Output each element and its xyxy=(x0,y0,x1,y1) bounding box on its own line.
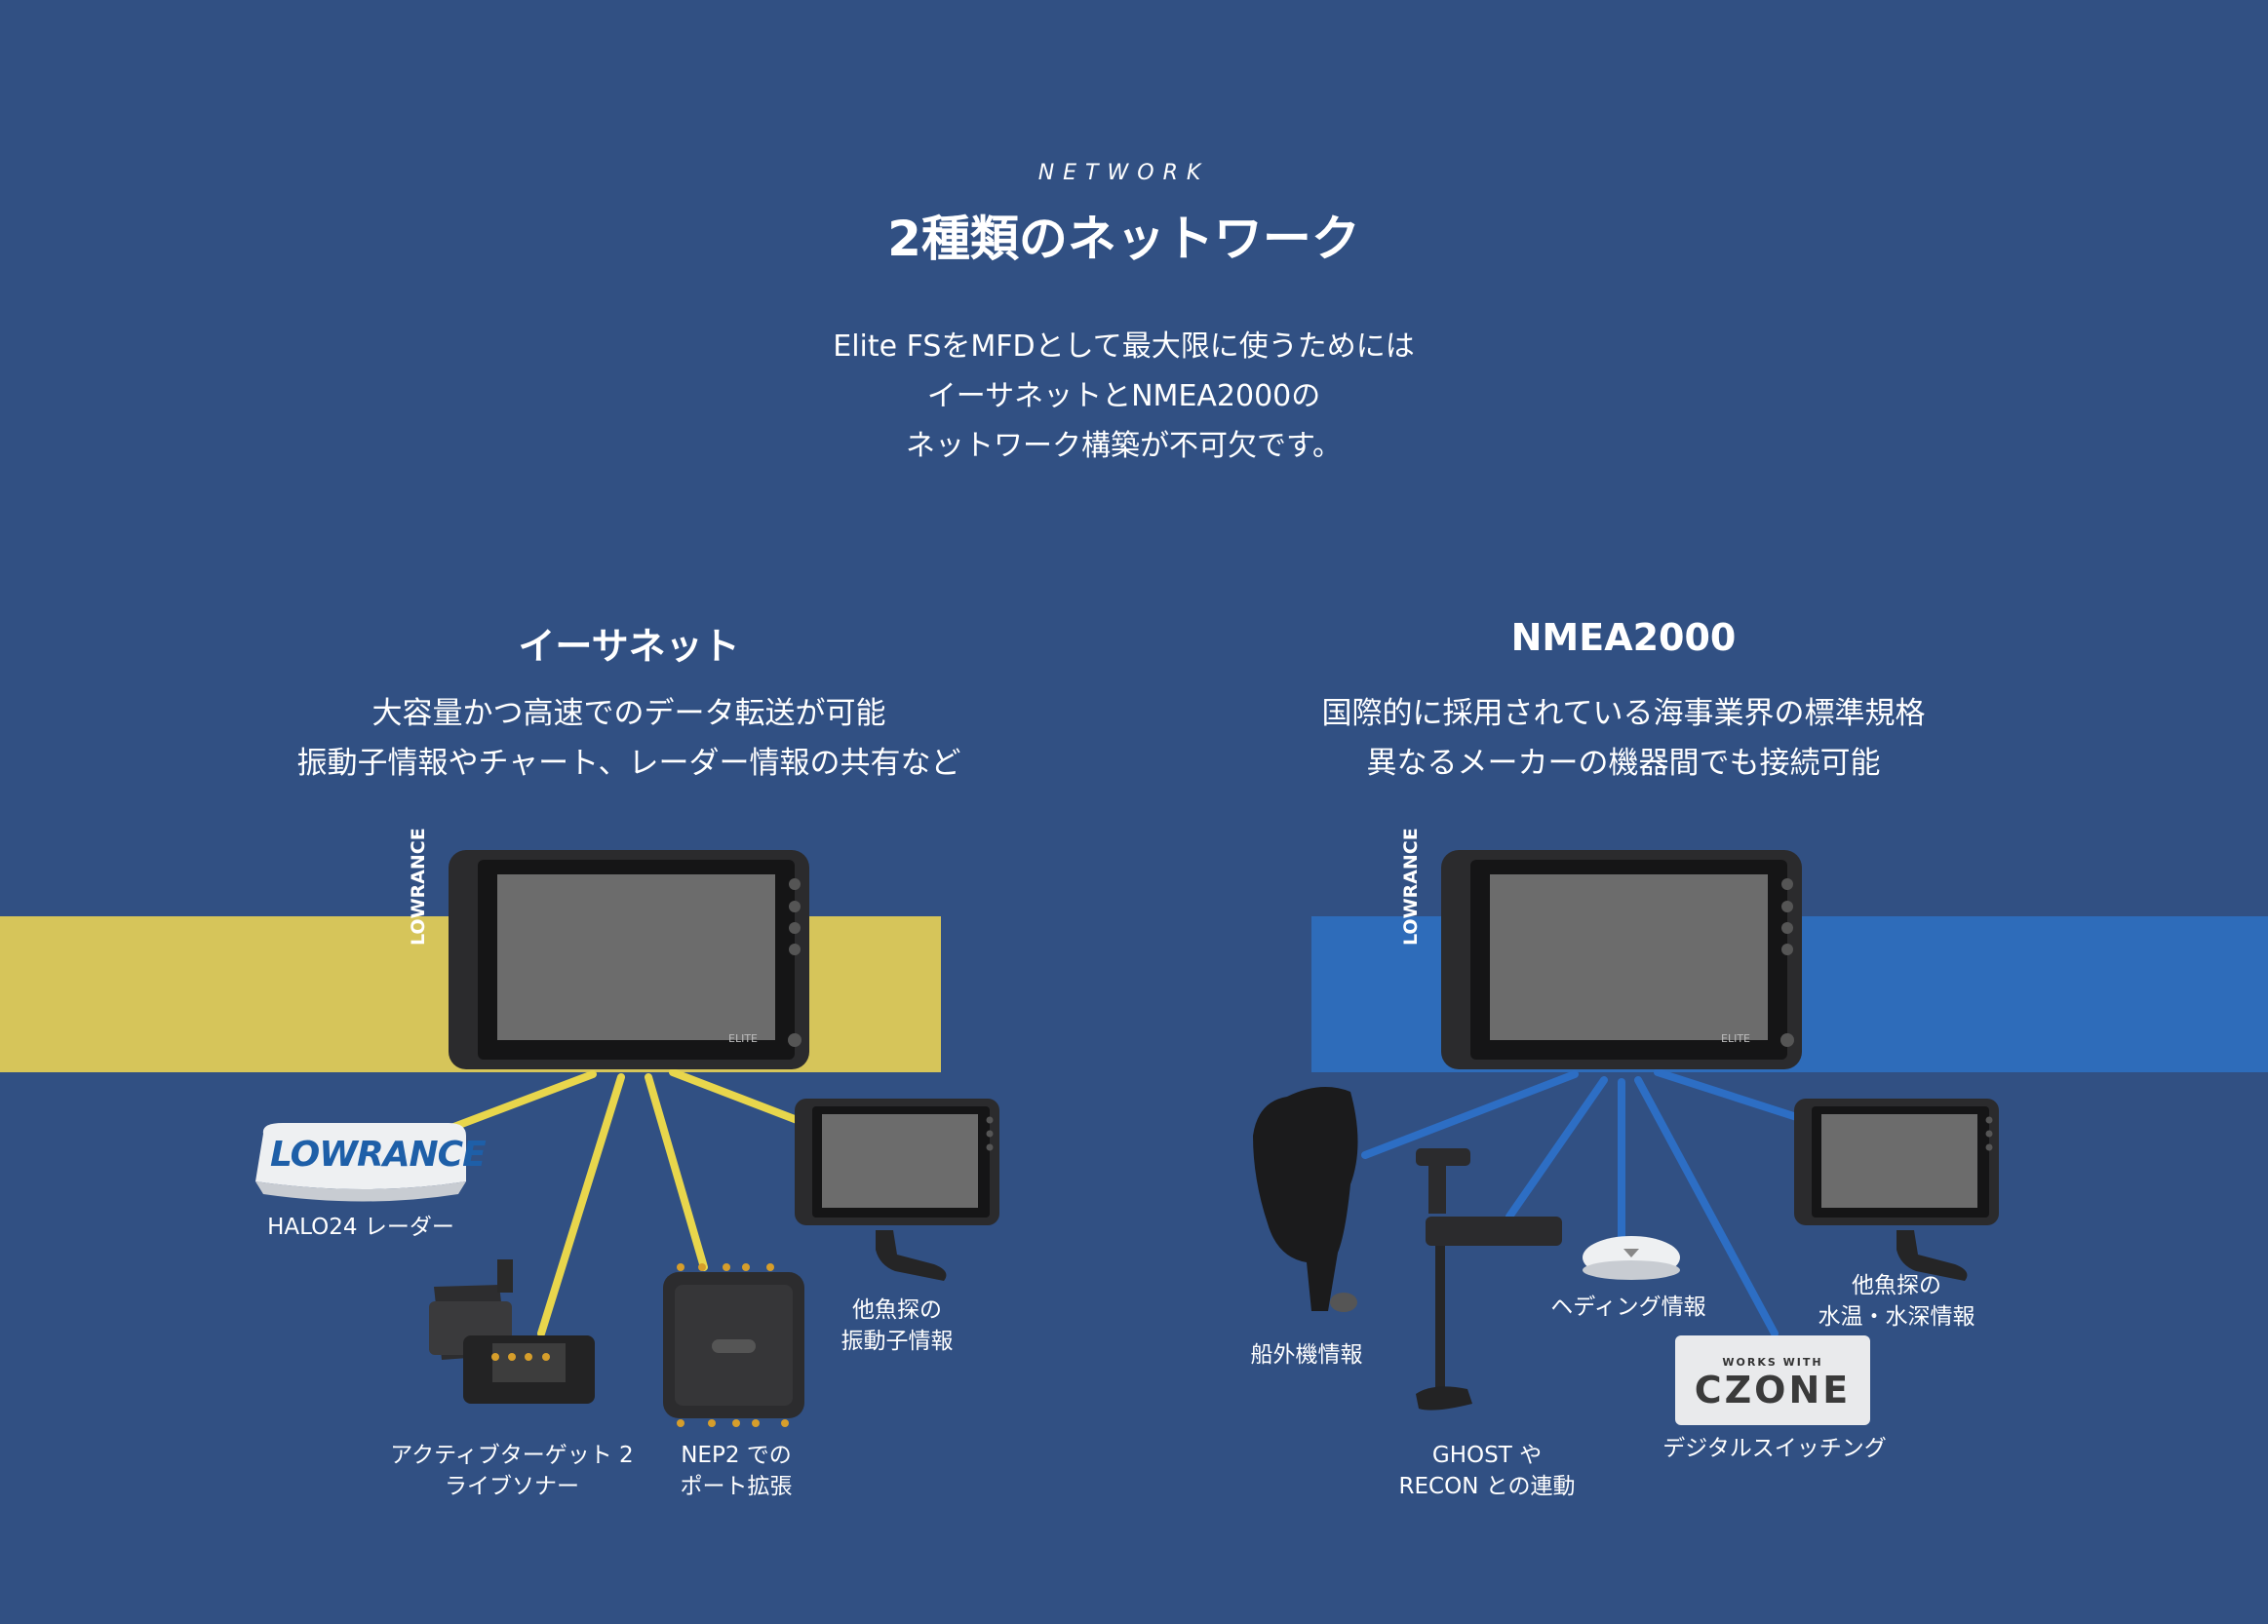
label-line: NEP2 での xyxy=(681,1443,792,1468)
label-line: ライブソナー xyxy=(445,1474,579,1499)
mfd-model: ELITE xyxy=(1721,1032,1750,1045)
label-line: デジタルスイッチング xyxy=(1662,1436,1887,1461)
nmea-title: NMEA2000 xyxy=(1510,616,1737,659)
mfd-model: ELITE xyxy=(728,1032,758,1045)
ethernet-connections xyxy=(440,1068,803,1337)
radar-label: HALO24 レーダー xyxy=(244,1212,478,1243)
label-line: アクティブターゲット 2 xyxy=(390,1443,634,1468)
label-line: ポート拡張 xyxy=(680,1474,793,1499)
sonar-label: アクティブターゲット 2 ライブソナー xyxy=(385,1440,639,1502)
live-sonar-icon xyxy=(429,1259,595,1404)
ethernet-subtitle-line: 大容量かつ高速でのデータ転送が可能 xyxy=(371,696,886,731)
eyebrow: NETWORK xyxy=(1037,161,1210,185)
heading-label: ヘディング情報 xyxy=(1531,1292,1726,1323)
nmea-subtitle-line: 国際的に採用されている海事業界の標準規格 xyxy=(1321,696,1926,731)
label-line: GHOST や xyxy=(1431,1443,1543,1468)
heading-sensor-icon xyxy=(1583,1236,1680,1280)
nmea-subtitle-line: 異なるメーカーの機器間でも接続可能 xyxy=(1366,746,1881,781)
label-line: 船外機情報 xyxy=(1250,1342,1363,1368)
label-line: 振動子情報 xyxy=(841,1329,954,1354)
ghost-label: GHOST や RECON との連動 xyxy=(1375,1440,1599,1502)
radar-dome-icon xyxy=(255,1123,466,1202)
czone-label: デジタルスイッチング xyxy=(1648,1433,1901,1464)
ethernet-subtitle-line: 振動子情報やチャート、レーダー情報の共有など xyxy=(296,746,961,781)
czone-badge-top: WORKS WITH xyxy=(1722,1356,1823,1369)
label-line: RECON との連動 xyxy=(1398,1474,1576,1499)
outboard-motor-icon xyxy=(1253,1087,1358,1312)
radar-logo: LOWRANCE xyxy=(270,1135,487,1175)
label-line: 他魚探の xyxy=(1852,1273,1941,1298)
page-title: 2種類のネットワーク xyxy=(887,211,1360,267)
intro-line: Elite FSをMFDとして最大限に使うためには xyxy=(833,329,1415,364)
intro-line: イーサネットとNMEA2000の xyxy=(926,379,1321,413)
mfd-brand: LOWRANCE xyxy=(408,828,429,946)
label-line: 水温・水深情報 xyxy=(1818,1304,1975,1330)
fishfinder-label: 他魚探の 振動子情報 xyxy=(809,1295,985,1357)
fishfinder-display-icon xyxy=(795,1099,999,1281)
trolling-motor-icon xyxy=(1416,1148,1562,1411)
network-expansion-port-icon xyxy=(663,1263,804,1427)
czone-badge-main: CZONE xyxy=(1694,1369,1852,1411)
ethernet-title: イーサネット xyxy=(518,625,740,668)
nmea-connections xyxy=(1361,1068,1813,1337)
label-line: 他魚探の xyxy=(852,1297,942,1323)
intro-line: ネットワーク構築が不可欠です。 xyxy=(906,429,1342,463)
label-line: ヘディング情報 xyxy=(1550,1295,1706,1320)
outboard-label: 船外機情報 xyxy=(1229,1339,1385,1371)
nep2-label: NEP2 での ポート拡張 xyxy=(648,1440,824,1502)
fishfinder2-label: 他魚探の 水温・水深情報 xyxy=(1794,1270,1999,1333)
ethernet-subtitle: 大容量かつ高速でのデータ転送が可能 振動子情報やチャート、レーダー情報の共有など xyxy=(224,689,1034,789)
czone-badge-icon xyxy=(1675,1335,1870,1425)
mfd-brand: LOWRANCE xyxy=(1400,828,1422,946)
nmea-subtitle: 国際的に採用されている海事業界の標準規格 異なるメーカーの機器間でも接続可能 xyxy=(1219,689,2028,789)
label-line: HALO24 レーダー xyxy=(267,1215,454,1240)
intro-text: Elite FSをMFDとして最大限に使うためには イーサネットとNMEA200… xyxy=(0,322,2248,471)
fishfinder-display-icon xyxy=(1794,1099,1999,1281)
